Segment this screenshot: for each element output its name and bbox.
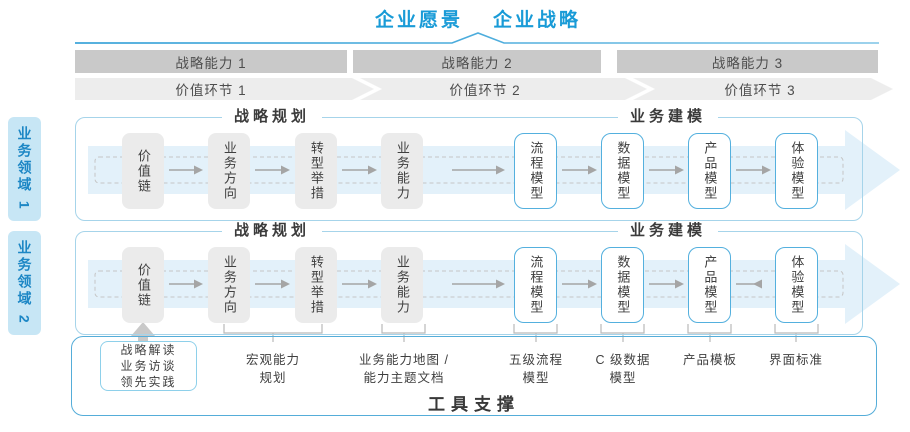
data-model-label: C 级数据 模型 [595,353,651,385]
product-model-box-row1: 产品模型 [688,133,731,209]
value-chain-box-row2: 价值链 [122,247,164,323]
tool-support-title: 工具支撑 [428,395,520,414]
enterprise-vision-title: 企业愿景 [374,10,463,31]
data-model-box-row2: 数据模型 [601,247,644,323]
business-modeling-header-row2: 业务建模 [617,221,719,241]
process-model-box-row2: 流程模型 [514,247,557,323]
business-domain-2-label: 业务领域 2 [8,231,41,335]
business-modeling-header-row1: 业务建模 [617,107,719,127]
flow-arrow-icons [169,279,762,289]
product-template-label: 产品模板 [682,353,737,367]
enterprise-strategy-title: 企业战略 [493,10,582,31]
process-model-box-row1: 流程模型 [514,133,557,209]
data-model-box-row1: 数据模型 [601,133,644,209]
strategic-planning-header-row2: 战略规划 [221,221,323,241]
domain-row-1-frame [75,117,863,221]
practice-methods-box: 战略解读 业务访谈 领先实践 [100,341,197,391]
tool-support-frame [71,336,877,416]
business-direction-box-row1: 业务方向 [208,133,250,209]
flow-arrow-icons [169,165,771,175]
experience-model-box-row2: 体验模型 [775,247,818,323]
macro-capability-label: 宏观能力 规划 [245,353,300,385]
product-model-box-row2: 产品模型 [688,247,731,323]
top-connector-line [75,32,879,44]
value-chevron-2 [360,78,647,100]
strategic-planning-header-row1: 战略规划 [221,107,323,127]
domain-row-2-frame [75,231,863,335]
ui-standard-label: 界面标准 [768,353,823,367]
capability-map-label: 业务能力地图 / 能力主题文档 [359,353,449,385]
value-link-label-2: 价值环节 2 [449,83,521,98]
process-model-label: 五级流程 模型 [508,353,563,385]
experience-model-box-row1: 体验模型 [775,133,818,209]
strategic-capability-bar-2: 战略能力 2 [353,50,601,73]
transformation-initiative-box-row2: 转型举措 [295,247,337,323]
value-link-label-3: 价值环节 3 [724,83,796,98]
business-capability-box-row1: 业务能力 [381,133,423,209]
page-title: 企业愿景 企业战略 [75,5,881,32]
value-chevron-1 [75,78,374,100]
value-chevron-3 [633,78,893,100]
value-chain-box-row1: 价值链 [122,133,164,209]
business-capability-box-row2: 业务能力 [381,247,423,323]
transformation-initiative-box-row1: 转型举措 [295,133,337,209]
up-arrow-icon [131,322,155,345]
business-direction-box-row2: 业务方向 [208,247,250,323]
business-domain-1-label: 业务领域 1 [8,117,41,221]
value-link-label-1: 价值环节 1 [175,83,247,98]
strategic-capability-bar-1: 战略能力 1 [75,50,347,73]
strategic-capability-bar-3: 战略能力 3 [617,50,878,73]
